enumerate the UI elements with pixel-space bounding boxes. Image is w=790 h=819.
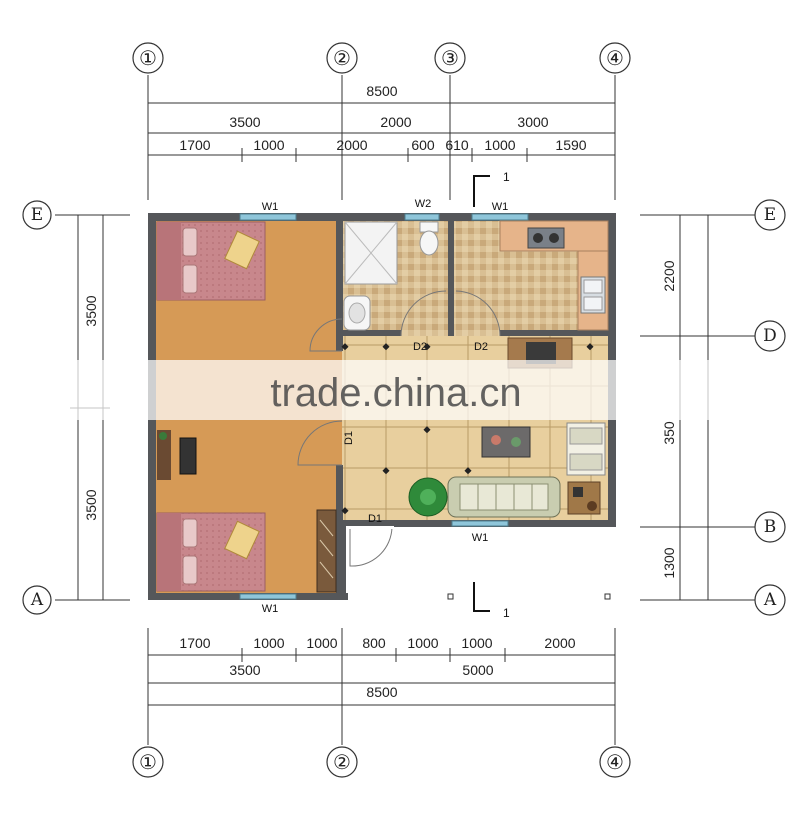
dim-left-1: 3500 [83, 295, 99, 326]
dim-top-total: 8500 [366, 83, 397, 99]
dim-bottom-detail-6: 1000 [461, 635, 492, 651]
axis-label-left-a: A [30, 590, 44, 610]
axis-marker-left-e [22, 200, 52, 230]
axis-label-right-d: D [763, 326, 777, 346]
bed-top [156, 221, 266, 301]
axis-marker-right-b [754, 511, 786, 543]
toilet [419, 221, 439, 256]
door-label-d2-right: D2 [474, 341, 488, 353]
axis-marker-bottom-1 [132, 746, 164, 778]
axis-label-right-a: A [763, 590, 777, 610]
grid-point-marker [447, 593, 454, 600]
window-label-w1-bottom-left: W1 [262, 603, 279, 615]
door-label-d1-side: D1 [343, 431, 355, 445]
top-dimensions [147, 75, 616, 200]
doors [297, 290, 501, 567]
dim-left-2: 3500 [83, 489, 99, 520]
window-label-w2: W2 [415, 198, 432, 210]
floor-dots [341, 343, 594, 515]
dim-top-mid-1: 3500 [229, 114, 260, 130]
dim-top-detail-6: 1000 [484, 137, 515, 153]
dim-bottom-detail-5: 1000 [407, 635, 438, 651]
dim-right-1: 2200 [661, 260, 677, 291]
dim-bottom-mid-1: 3500 [229, 662, 260, 678]
dim-bottom-total: 8500 [366, 684, 397, 700]
dim-right-2: 350 [661, 421, 677, 445]
section-label-top: 1 [503, 170, 510, 184]
axis-label-top-2: ② [333, 46, 351, 70]
dim-bottom-detail-3: 1000 [306, 635, 337, 651]
axis-label-bottom-4: ④ [606, 750, 624, 774]
section-label-bottom: 1 [503, 606, 510, 620]
bottom-dimensions [147, 628, 616, 745]
bed-bottom [156, 512, 266, 592]
axis-marker-right-e [754, 199, 786, 231]
washbasin [343, 295, 371, 331]
window-label-w1-top-right: W1 [492, 201, 509, 213]
axis-marker-bottom-4 [599, 746, 631, 778]
dim-bottom-detail-7: 2000 [544, 635, 575, 651]
axis-label-top-1: ① [139, 46, 157, 70]
dim-top-detail-5: 610 [445, 137, 469, 153]
axis-label-left-e: E [31, 205, 43, 225]
dim-top-mid-3: 3000 [517, 114, 548, 130]
axis-marker-right-a [754, 584, 786, 616]
shower-tray [344, 221, 398, 285]
dim-top-detail-1: 1700 [179, 137, 210, 153]
axis-label-bottom-1: ① [139, 750, 157, 774]
windows [239, 213, 529, 600]
door-label-d1-bottom: D1 [368, 513, 382, 525]
grid-point-marker [604, 593, 611, 600]
axis-label-right-b: B [764, 517, 777, 537]
window-label-w1-bottom-right: W1 [472, 532, 489, 544]
top-axis-markers [132, 42, 631, 74]
dim-bottom-detail-1: 1700 [179, 635, 210, 651]
stove [527, 227, 565, 249]
coffee-table [481, 426, 531, 458]
watermark-band [0, 360, 790, 420]
dim-top-detail-3: 2000 [336, 137, 367, 153]
sofa [447, 476, 561, 518]
dim-bottom-detail-2: 1000 [253, 635, 284, 651]
axis-label-top-4: ④ [606, 46, 624, 70]
axis-label-bottom-2: ② [333, 750, 351, 774]
window-label-w1-top-left: W1 [262, 201, 279, 213]
potted-plant [408, 477, 448, 517]
desk [157, 430, 197, 480]
section-mark-bottom [473, 582, 490, 612]
dim-top-detail-7: 1590 [555, 137, 586, 153]
axis-marker-right-d [754, 320, 786, 352]
side-table [567, 481, 601, 515]
dim-top-detail-4: 600 [411, 137, 435, 153]
wardrobe [316, 509, 337, 593]
door-label-d2-left: D2 [413, 341, 427, 353]
dim-bottom-detail-4: 800 [362, 635, 386, 651]
axis-marker-bottom-2 [326, 746, 358, 778]
axis-label-top-3: ③ [441, 46, 459, 70]
dining-set [566, 422, 606, 476]
entry-door-gap [346, 526, 394, 529]
axis-label-right-e: E [764, 205, 776, 225]
dim-bottom-mid-2: 5000 [462, 662, 493, 678]
dim-top-mid-2: 2000 [380, 114, 411, 130]
axis-marker-left-a [22, 585, 52, 615]
watermark-text: trade.china.cn [270, 371, 521, 415]
dim-top-detail-2: 1000 [253, 137, 284, 153]
kitchen-sink [580, 276, 606, 314]
dim-right-3: 1300 [661, 547, 677, 578]
section-mark-top [473, 175, 490, 207]
